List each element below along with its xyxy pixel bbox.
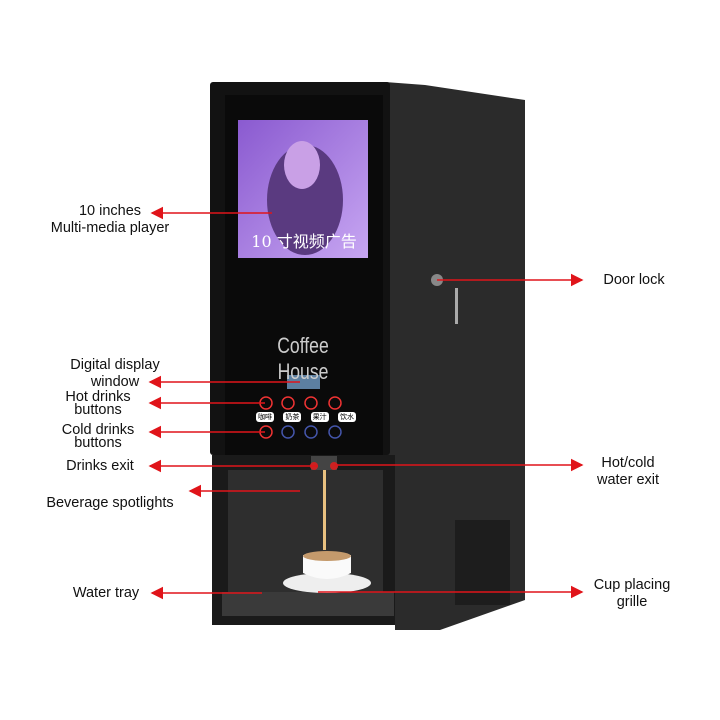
tag-coffee: 咖啡	[256, 412, 274, 422]
tag-juice: 果汁	[310, 412, 329, 422]
saucer	[283, 573, 371, 593]
machine-side	[385, 82, 525, 630]
label-water-tray: Water tray	[72, 585, 140, 601]
button-tags: 咖啡 奶茶 果汁 饮水	[256, 412, 356, 422]
brand-logo-text: Coffee House	[277, 333, 329, 384]
coffee-stream	[323, 470, 326, 550]
water-tray	[222, 592, 394, 616]
tag-water: 饮水	[337, 412, 356, 422]
label-door-lock: Door lock	[603, 272, 665, 288]
label-spotlights: Beverage spotlights	[46, 495, 174, 511]
key-icon	[455, 288, 458, 324]
vent-grille	[455, 520, 510, 605]
callout-arrows	[148, 206, 584, 600]
digital-display	[287, 375, 320, 389]
tag-milktea: 奶茶	[283, 412, 302, 422]
cup	[303, 555, 351, 579]
screen-ad-text: 10 寸视频广告	[251, 232, 357, 251]
label-drinks-exit: Drinks exit	[66, 458, 134, 474]
